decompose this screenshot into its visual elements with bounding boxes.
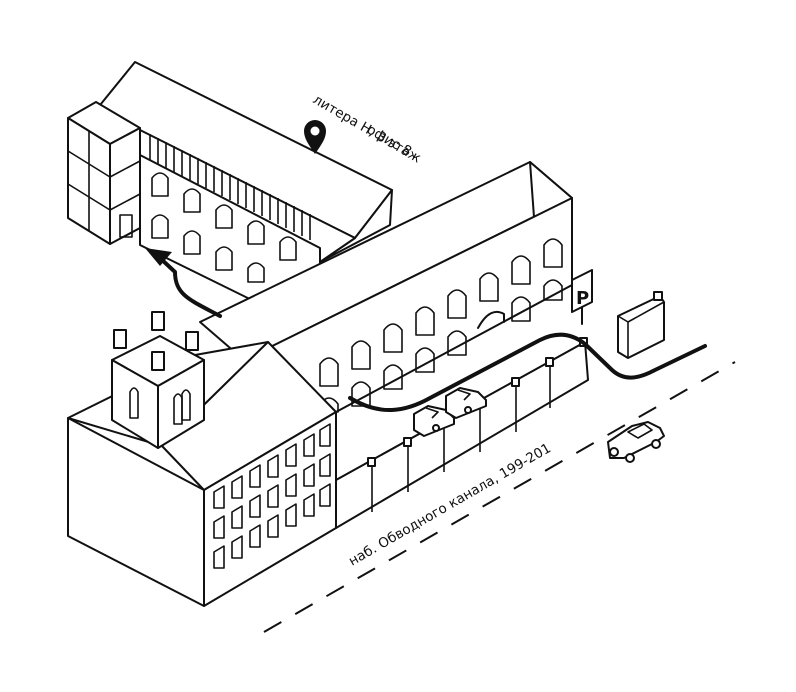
building-litera-n (67, 61, 393, 306)
car-icon (445, 387, 487, 419)
car-icon (413, 405, 455, 437)
windows-litera-n (151, 172, 297, 283)
route (145, 248, 707, 412)
road (263, 361, 736, 633)
parking-label: P (576, 288, 589, 309)
car-icon (607, 421, 665, 463)
windows-long-building (319, 238, 563, 413)
map-pin-icon (304, 120, 326, 154)
building-front (67, 311, 337, 607)
route-arrow-icon (145, 248, 172, 266)
building-long (199, 161, 573, 413)
gate (617, 291, 665, 359)
windows-front-building (213, 423, 331, 569)
parking-sign-icon: P (571, 269, 593, 325)
